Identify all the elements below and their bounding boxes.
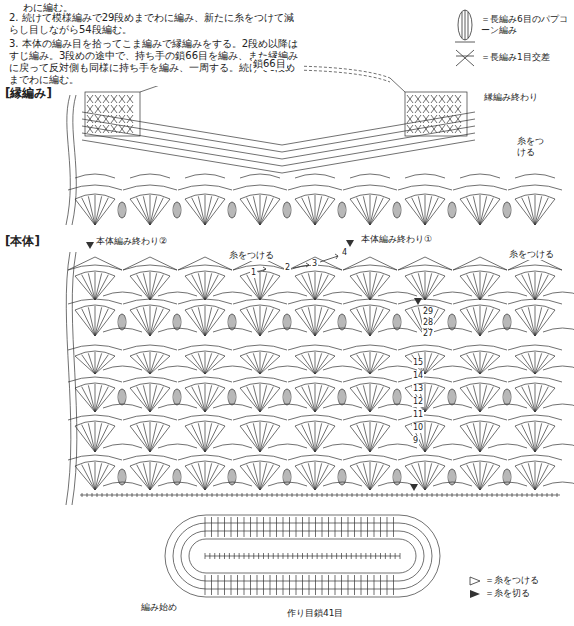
chart-label: [本体] — [4, 234, 41, 248]
row-number: 2 — [284, 263, 291, 273]
instruction-note: 2. 続けて模様編みで29段めまでわに編み、新たに糸をつけて減らし目しながら54… — [8, 12, 302, 36]
legend-text: ＝糸を切る — [484, 588, 531, 599]
row-number: 3 — [311, 259, 318, 269]
legend-text: ＝糸をつける — [484, 575, 540, 586]
chart-label: 糸をつける — [508, 249, 555, 260]
legend-text: ＝長編み1目交差 — [480, 52, 570, 63]
chart-label: 鎖66目 — [252, 58, 287, 70]
row-number: 9 — [412, 436, 419, 446]
stitch-strokes — [66, 66, 574, 597]
chart-label: 本体編み終わり② — [95, 236, 168, 247]
chart-label: 縁編み終わり — [483, 92, 539, 103]
chart-label: 糸をつける — [228, 250, 275, 261]
chart-label: 作り目鎖41目 — [286, 608, 344, 619]
legend-text: ＝長編み6目のパプコーン編み — [480, 14, 570, 36]
row-number: 1 — [250, 268, 257, 278]
row-number: 28 — [422, 318, 434, 328]
row-number: 12 — [412, 397, 424, 407]
row-number: 14 — [412, 371, 424, 381]
chart-label: [縁編み] — [4, 86, 53, 100]
row-number: 27 — [422, 329, 434, 339]
row-number: 4 — [341, 248, 348, 258]
chart-label: 編み始め — [140, 602, 178, 613]
row-number: 10 — [412, 423, 424, 433]
chart-label: 本体編み終わり① — [360, 234, 433, 245]
row-number: 15 — [412, 358, 424, 368]
row-number: 29 — [422, 307, 434, 317]
chart-label: 糸をつける — [516, 136, 548, 158]
row-number: 13 — [412, 384, 424, 394]
row-number: 11 — [412, 410, 424, 420]
